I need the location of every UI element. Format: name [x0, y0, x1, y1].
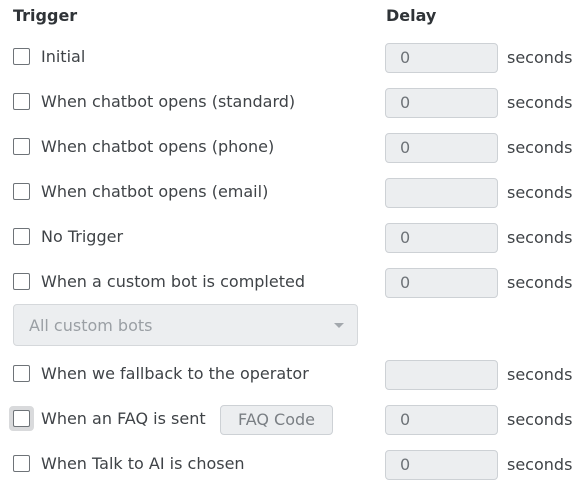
- trigger-checkbox-no-trigger[interactable]: [13, 228, 30, 245]
- trigger-label: No Trigger: [41, 227, 124, 246]
- trigger-row-no-trigger: No Trigger 0 seconds: [0, 223, 582, 253]
- trigger-label: When chatbot opens (phone): [41, 137, 275, 156]
- delay-input-no-trigger[interactable]: 0: [385, 223, 498, 253]
- delay-unit: seconds: [507, 183, 573, 202]
- delay-input-custom-bot-completed[interactable]: 0: [385, 268, 498, 298]
- trigger-label: Initial: [41, 47, 86, 66]
- trigger-label: When Talk to AI is chosen: [41, 454, 245, 473]
- trigger-checkbox-chatbot-opens-standard[interactable]: [13, 93, 30, 110]
- trigger-row-chatbot-opens-standard: When chatbot opens (standard) 0 seconds: [0, 88, 582, 118]
- trigger-row-custom-bot-completed: When a custom bot is completed 0 seconds: [0, 268, 582, 298]
- delay-input-talk-to-ai[interactable]: 0: [385, 450, 498, 480]
- trigger-row-talk-to-ai: When Talk to AI is chosen 0 seconds: [0, 450, 582, 480]
- trigger-row-fallback-operator: When we fallback to the operator seconds: [0, 360, 582, 390]
- custom-bot-select-value: All custom bots: [29, 316, 153, 335]
- trigger-row-chatbot-opens-email: When chatbot opens (email) seconds: [0, 178, 582, 208]
- trigger-checkbox-talk-to-ai[interactable]: [13, 455, 30, 472]
- delay-input-chatbot-opens-phone[interactable]: 0: [385, 133, 498, 163]
- trigger-label: When chatbot opens (standard): [41, 92, 296, 111]
- trigger-label: When chatbot opens (email): [41, 182, 269, 201]
- faq-code-input[interactable]: FAQ Code: [220, 405, 333, 435]
- trigger-label: When an FAQ is sent: [41, 409, 206, 428]
- trigger-checkbox-fallback-operator[interactable]: [13, 365, 30, 382]
- custom-bot-select[interactable]: All custom bots: [13, 304, 358, 346]
- delay-unit: seconds: [507, 93, 573, 112]
- trigger-checkbox-chatbot-opens-email[interactable]: [13, 183, 30, 200]
- chevron-down-icon: [334, 323, 344, 328]
- delay-unit: seconds: [507, 48, 573, 67]
- trigger-column-header: Trigger: [13, 6, 78, 25]
- trigger-row-initial: Initial 0 seconds: [0, 43, 582, 73]
- trigger-label: When we fallback to the operator: [41, 364, 309, 383]
- delay-input-faq-sent[interactable]: 0: [385, 405, 498, 435]
- delay-input-initial[interactable]: 0: [385, 43, 498, 73]
- trigger-checkbox-chatbot-opens-phone[interactable]: [13, 138, 30, 155]
- trigger-checkbox-custom-bot-completed[interactable]: [13, 273, 30, 290]
- delay-column-header: Delay: [386, 6, 437, 25]
- delay-input-chatbot-opens-standard[interactable]: 0: [385, 88, 498, 118]
- delay-unit: seconds: [507, 365, 573, 384]
- delay-unit: seconds: [507, 138, 573, 157]
- delay-input-fallback-operator[interactable]: [385, 360, 498, 390]
- delay-input-chatbot-opens-email[interactable]: [385, 178, 498, 208]
- trigger-checkbox-initial[interactable]: [13, 48, 30, 65]
- trigger-row-chatbot-opens-phone: When chatbot opens (phone) 0 seconds: [0, 133, 582, 163]
- trigger-label: When a custom bot is completed: [41, 272, 305, 291]
- delay-unit: seconds: [507, 273, 573, 292]
- trigger-row-faq-sent: When an FAQ is sent FAQ Code 0 seconds: [0, 405, 582, 435]
- delay-unit: seconds: [507, 455, 573, 474]
- delay-unit: seconds: [507, 410, 573, 429]
- trigger-checkbox-faq-sent[interactable]: [9, 406, 34, 431]
- delay-unit: seconds: [507, 228, 573, 247]
